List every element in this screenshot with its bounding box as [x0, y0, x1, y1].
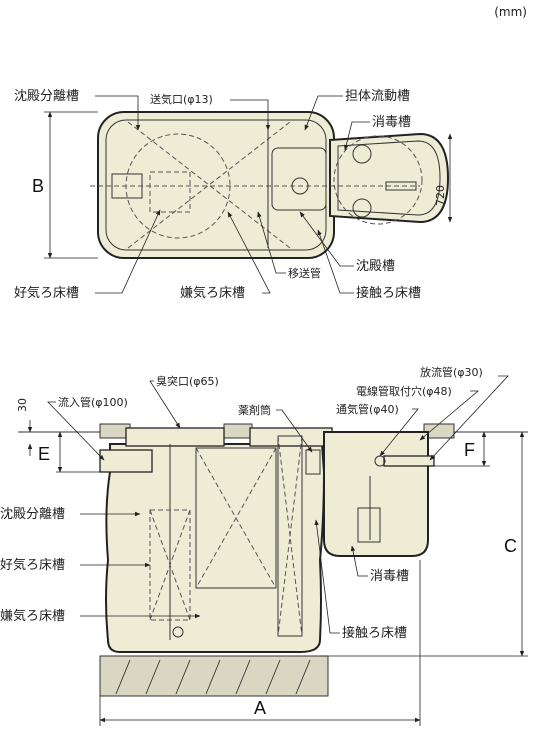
- plan-leader-disinfection: [344, 121, 370, 151]
- dim-e-label: E: [38, 444, 50, 464]
- plan-leader-aerobic-filter: [95, 209, 161, 294]
- drain-fitting: [172, 626, 184, 638]
- riser-right: [249, 427, 333, 447]
- plan-disinfect-circle: [333, 135, 423, 225]
- sec-label-vent-pipe: 通気管(φ40): [336, 402, 399, 416]
- dim-30-label: 30: [16, 398, 29, 412]
- sec-leader-inflow-pipe: [47, 401, 105, 461]
- plan-label-contact-filter: 接触ろ床槽: [356, 285, 421, 301]
- dim-f-label: F: [464, 440, 475, 460]
- sec-leader-chemical-tube: [276, 409, 313, 453]
- plan-leader-sedimentation-separation: [95, 95, 141, 131]
- plan-label-air-inlet: 送気口(φ13): [150, 92, 213, 106]
- plan-leader-transfer-pipe: [257, 211, 286, 274]
- aerobic-x2: [149, 509, 191, 621]
- outlet-pipe: [383, 455, 435, 467]
- plan-fitting-2: [352, 198, 372, 218]
- plan-diag-2: [127, 121, 291, 249]
- base-hatch: [115, 659, 311, 695]
- section-view: 30 E F C A 流入管(φ100) 臭突口(φ65) 薬剤筒 放流管(φ3…: [0, 365, 528, 726]
- plan-main-tank: [97, 111, 335, 259]
- plan-leader-sedimentation: [299, 211, 354, 267]
- sec-label-anaerobic-filter: 嫌気ろ床槽: [0, 608, 65, 624]
- plan-label-anaerobic-filter: 嫌気ろ床槽: [180, 285, 245, 301]
- plan-label-disinfection: 消毒槽: [372, 115, 411, 130]
- plan-outlet-pipe: [385, 181, 417, 191]
- plan-chamber-circle: [125, 133, 231, 239]
- plan-disinfection-inner: [337, 140, 441, 216]
- plan-diag-1: [127, 121, 291, 249]
- sec-label-aerobic-filter: 好気ろ床槽: [0, 557, 65, 573]
- plan-inlet-pipe: [111, 173, 143, 199]
- plan-label-sedimentation: 沈殿槽: [356, 259, 395, 274]
- dim-720-label: 720: [434, 185, 447, 206]
- dim-a-label: A: [254, 698, 266, 718]
- plan-blower: [291, 177, 309, 195]
- sec-leader-odor-vent: [149, 380, 181, 429]
- chemical-tube-body: [305, 449, 321, 475]
- sec-leader-contact-filter: [314, 519, 340, 634]
- sec-label-conduit-hole: 電線管取付穴(φ48): [356, 384, 452, 398]
- plan-leader-anaerobic-filter: [227, 211, 271, 294]
- sec-leader-vent-pipe: [379, 408, 419, 457]
- unit-label: (mm): [494, 5, 527, 19]
- sec-label-odor-vent: 臭突口(φ65): [156, 374, 219, 388]
- dim-b-label: B: [32, 176, 44, 196]
- section-disinfection-tank: [323, 431, 429, 557]
- plan-leader-contact-filter: [317, 229, 354, 294]
- anaerobic-x2: [195, 447, 277, 589]
- sec-label-inflow-pipe: 流入管(φ100): [58, 395, 128, 409]
- plan-label-transfer-pipe: 移送管: [288, 266, 321, 280]
- base-slab: [99, 655, 329, 697]
- plan-fitting-1: [352, 144, 372, 164]
- slab-mid: [223, 423, 253, 439]
- plan-disinfection-tank: [329, 132, 450, 224]
- plan-label-sedimentation-separation: 沈殿分離槽: [14, 89, 79, 104]
- sec-label-contact-filter: 接触ろ床槽: [342, 625, 407, 641]
- sec-label-chemical-tube: 薬剤筒: [238, 403, 271, 417]
- sec-label-disinfection: 消毒槽: [370, 569, 409, 584]
- plan-view: B 720 沈殿分離槽 送気口(φ13) 担体流動槽 消毒槽 好気ろ床槽 嫌気ろ…: [14, 89, 453, 301]
- plan-leader-air-inlet: [230, 99, 271, 131]
- dim-c-label: C: [504, 536, 517, 556]
- inlet-pipe: [99, 449, 153, 473]
- plan-label-carrier-flow: 担体流動槽: [345, 89, 410, 104]
- riser-left: [125, 427, 225, 447]
- plan-equipment: [271, 147, 327, 211]
- contact-column: [277, 435, 303, 637]
- sec-leader-discharge-pipe: [429, 375, 509, 461]
- anaerobic-chamber: [195, 447, 277, 589]
- sec-leader-conduit-hole: [419, 390, 480, 441]
- sec-leader-disinfection: [350, 545, 368, 577]
- plan-label-aerobic-filter: 好気ろ床槽: [14, 285, 79, 301]
- sec-label-sedimentation-separation: 沈殿分離槽: [0, 507, 65, 522]
- sec-label-discharge-pipe: 放流管(φ30): [420, 365, 483, 379]
- section-main-tank: [105, 443, 326, 653]
- contact-x2: [277, 435, 303, 637]
- plan-leader-carrier-flow: [304, 95, 343, 131]
- plan-filter-box: [149, 171, 191, 213]
- disinfect-cylinder: [357, 507, 381, 543]
